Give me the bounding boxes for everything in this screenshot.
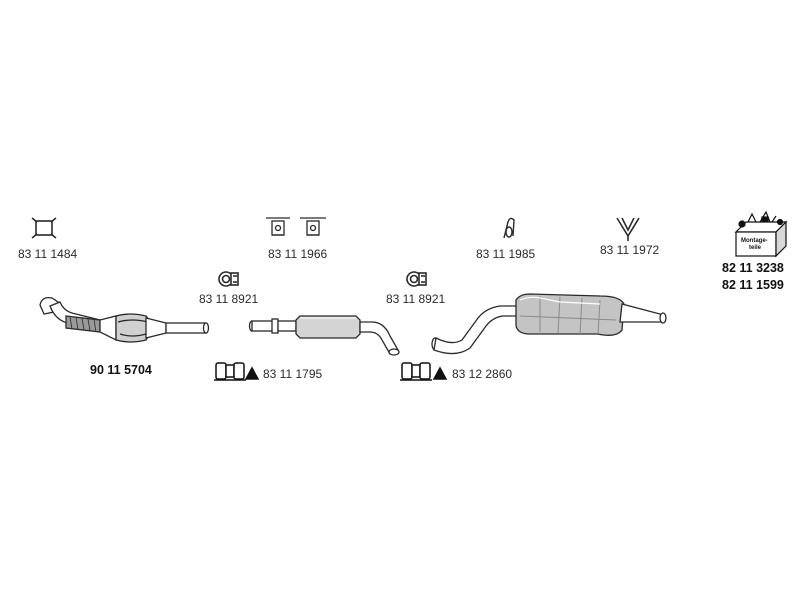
part-number-clamp-ring-1: 83 11 8921 — [199, 292, 258, 306]
clamp-ring-icon — [406, 271, 427, 287]
mounting-box-text-line1: Montage- — [741, 238, 768, 244]
mounting-kit-box-icon — [734, 210, 788, 258]
clamp-set-icon — [400, 362, 448, 381]
part-number-hanger-v: 83 11 1972 — [600, 243, 659, 257]
part-number-hanger-small: 83 11 1985 — [476, 247, 535, 261]
part-number-clamp-set-2: 83 12 2860 — [452, 367, 512, 381]
part-number-clamp-ring-2: 83 11 8921 — [386, 292, 445, 306]
middle-silencer — [248, 315, 400, 356]
rubber-ring-hanger-icon — [503, 217, 515, 239]
rubber-hanger-double-icon — [266, 217, 326, 236]
mounting-box-text-line2: teile — [749, 245, 762, 251]
rear-silencer — [431, 293, 667, 355]
clamp-set-icon — [214, 362, 260, 381]
v-hanger-icon — [616, 217, 640, 241]
front-pipe-catalytic-converter — [39, 297, 210, 343]
part-number-bracket: 83 11 1484 — [18, 247, 77, 261]
part-number-mounting-kit-1: 82 11 3238 — [722, 261, 784, 275]
part-number-hanger-double: 83 11 1966 — [268, 247, 327, 261]
part-number-front-pipe: 90 11 5704 — [90, 363, 152, 377]
part-number-clamp-set-1: 83 11 1795 — [263, 367, 322, 381]
square-bracket-icon — [31, 217, 57, 239]
clamp-ring-icon — [218, 271, 239, 287]
part-number-mounting-kit-2: 82 11 1599 — [722, 278, 784, 292]
